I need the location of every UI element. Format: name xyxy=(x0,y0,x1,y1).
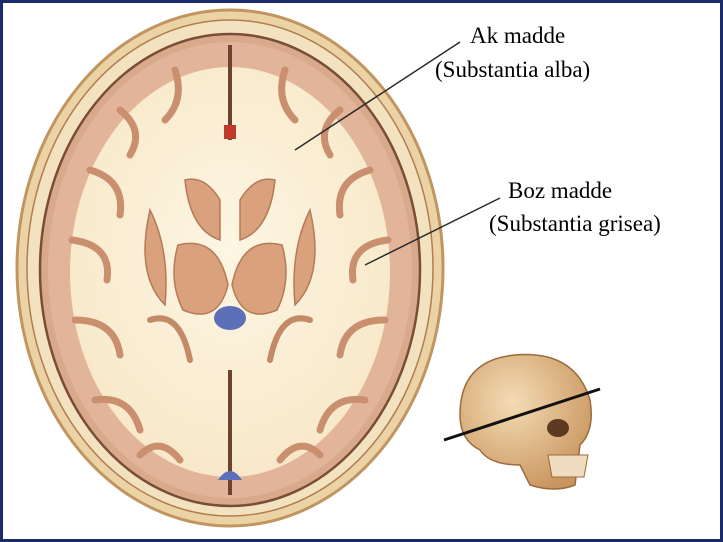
skull-jaw xyxy=(548,455,588,477)
grey-matter-latin-label: (Substantia grisea) xyxy=(489,210,661,237)
white-matter-label: Ak madde xyxy=(470,22,565,49)
skull-thumbnail-icon xyxy=(444,355,600,489)
brain-section-icon xyxy=(17,10,443,526)
third-ventricle xyxy=(214,306,246,330)
anterior-cerebral-artery xyxy=(224,125,236,139)
white-matter-latin-label: (Substantia alba) xyxy=(435,56,590,83)
skull-orbit xyxy=(547,419,569,437)
grey-matter-label: Boz madde xyxy=(508,177,612,204)
